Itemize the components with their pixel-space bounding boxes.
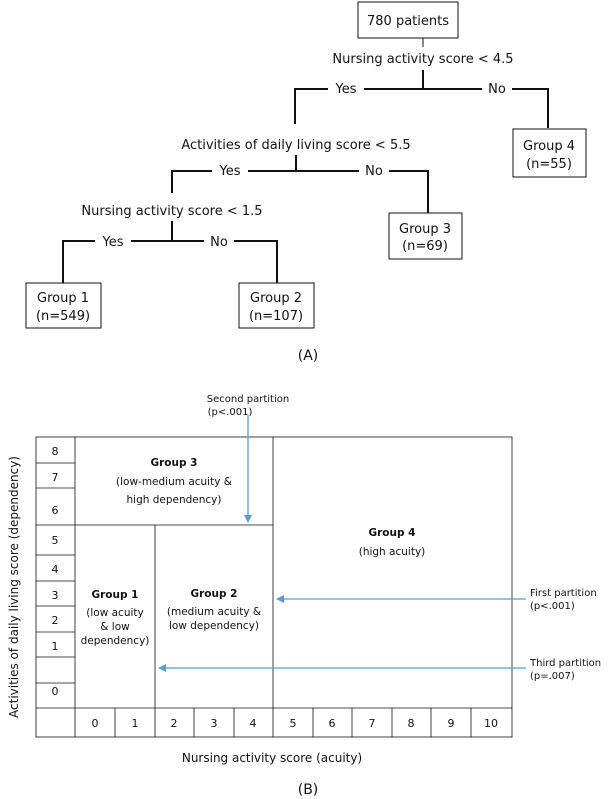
split3-yes-label: Yes [102, 235, 124, 250]
panel-a-label: (A) [298, 348, 319, 364]
group1-region-desc: & low [100, 621, 130, 633]
x-tick-label: 2 [171, 717, 178, 730]
grid-axis-labels: Activities of daily living score (depend… [7, 456, 362, 798]
y-tick-label: 5 [52, 534, 59, 547]
y-tick-label: 7 [52, 471, 59, 484]
group3-node-count: (n=69) [402, 239, 448, 254]
first-partition-label: First partition [530, 588, 597, 599]
x-tick-label: 9 [448, 717, 455, 730]
first-partition-p: (p<.001) [530, 601, 575, 612]
group2-region-desc: (medium acuity & [167, 606, 261, 618]
y-tick-label: 0 [52, 685, 59, 698]
x-tick-label: 8 [408, 717, 415, 730]
group3-region-desc: (low-medium acuity & [116, 476, 232, 488]
split3-question: Nursing activity score < 1.5 [81, 204, 262, 219]
split2-no-label: No [365, 164, 383, 179]
group2-node-name: Group 2 [250, 291, 302, 306]
group4-region-desc: (high acuity) [359, 546, 426, 558]
y-tick-label: 8 [52, 445, 59, 458]
group3-region-desc: high dependency) [127, 494, 222, 506]
partition-annotations: Second partition (p<.001) First partitio… [207, 394, 601, 682]
group2-region-desc: low dependency) [169, 620, 259, 632]
group1-region-title: Group 1 [92, 589, 139, 601]
root-node-box [357, 1, 459, 39]
group1-region-desc: dependency) [81, 635, 150, 647]
x-axis-label: Nursing activity score (acuity) [182, 751, 362, 765]
group2-node-count: (n=107) [249, 309, 303, 324]
split1-question: Nursing activity score < 4.5 [332, 52, 513, 67]
group4-node-count: (n=55) [526, 157, 572, 172]
group4-node-box [512, 128, 587, 178]
partition-grid [35, 436, 513, 738]
decision-tree [25, 1, 587, 329]
grid-region-labels: Group 3 (low-medium acuity & high depend… [81, 457, 426, 647]
x-tick-label: 1 [132, 717, 139, 730]
partition-arrows [158, 415, 526, 672]
group4-node-name: Group 4 [523, 139, 575, 154]
x-tick-label: 7 [369, 717, 376, 730]
split2-question: Activities of daily living score < 5.5 [181, 138, 410, 153]
decision-tree-text: 780 patients Nursing activity score < 4.… [36, 14, 575, 364]
third-partition-p: (p=.007) [530, 671, 575, 682]
group1-node-name: Group 1 [37, 291, 89, 306]
x-tick-label: 0 [92, 717, 99, 730]
y-tick-label: 3 [52, 589, 59, 602]
group2-region-title: Group 2 [191, 588, 238, 600]
y-tick-label: 4 [52, 563, 59, 576]
x-tick-label: 10 [484, 717, 498, 730]
grid-tick-labels: 8 7 6 5 4 3 2 1 0 0 1 2 3 4 5 6 7 8 9 10 [52, 445, 499, 730]
y-tick-label: 2 [52, 614, 59, 627]
split1-no-label: No [488, 82, 506, 97]
third-partition-label: Third partition [529, 658, 601, 669]
x-tick-label: 3 [211, 717, 218, 730]
x-tick-label: 6 [329, 717, 336, 730]
y-axis-label: Activities of daily living score (depend… [7, 456, 21, 718]
group4-region-title: Group 4 [369, 527, 416, 539]
split3-no-label: No [210, 235, 228, 250]
group3-node-name: Group 3 [399, 222, 451, 237]
group2-node-box [238, 282, 315, 329]
split1-yes-label: Yes [335, 82, 357, 97]
group1-node-box [25, 282, 102, 329]
second-partition-label: Second partition [207, 394, 289, 405]
y-tick-label: 1 [52, 640, 59, 653]
second-partition-p: (p<.001) [208, 407, 253, 418]
group1-node-count: (n=549) [36, 309, 90, 324]
split2-yes-label: Yes [219, 164, 241, 179]
group1-region-desc: (low acuity [86, 607, 143, 619]
y-tick-label: 6 [52, 504, 59, 517]
x-tick-label: 4 [250, 717, 257, 730]
x-tick-label: 5 [290, 717, 297, 730]
group3-node-box [388, 212, 463, 260]
group3-region-title: Group 3 [151, 457, 198, 469]
panel-b-label: (B) [298, 782, 319, 798]
root-node-label: 780 patients [367, 14, 449, 29]
